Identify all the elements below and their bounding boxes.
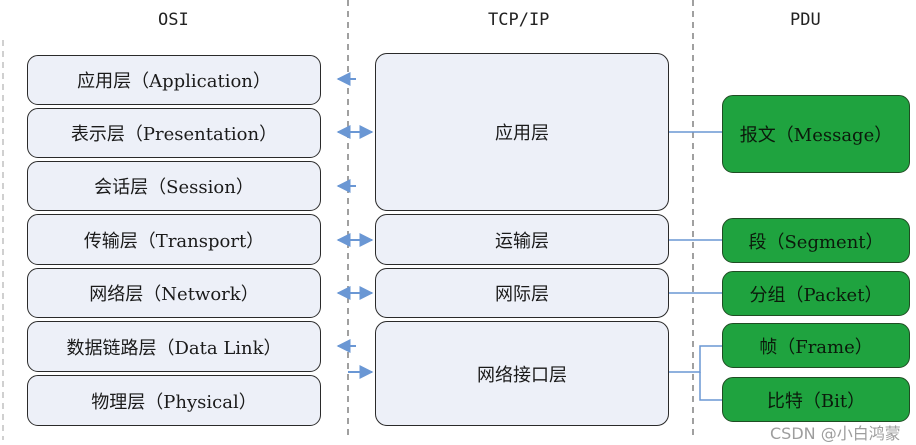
osi-layer-session: 会话层（Session） (27, 161, 321, 211)
connector-frame-bit (669, 345, 722, 373)
osi-layer-application: 应用层（Application） (27, 55, 321, 105)
osi-layer-datalink: 数据链路层（Data Link） (27, 321, 321, 372)
osi-layer-presentation: 表示层（Presentation） (27, 108, 321, 158)
tcpip-layer-transport: 运输层 (375, 214, 669, 265)
pdu-frame: 帧（Frame） (722, 323, 910, 368)
connector-bit (699, 372, 722, 401)
header-tcpip: TCP/IP (488, 10, 550, 30)
osi-layer-network: 网络层（Network） (27, 268, 321, 318)
tcpip-layer-application: 应用层 (375, 53, 669, 211)
header-osi: OSI (158, 10, 189, 30)
pdu-message: 报文（Message） (722, 95, 910, 173)
tcpip-layer-network-interface: 网络接口层 (375, 321, 669, 426)
osi-layer-transport: 传输层（Transport） (27, 214, 321, 265)
watermark: CSDN @小白鸿蒙 (770, 424, 901, 443)
pdu-packet: 分组（Packet） (722, 271, 910, 316)
osi-layer-physical: 物理层（Physical） (27, 375, 321, 426)
pdu-segment: 段（Segment） (722, 218, 910, 263)
pdu-bit: 比特（Bit） (722, 377, 910, 422)
tcpip-layer-internet: 网际层 (375, 268, 669, 318)
header-pdu: PDU (790, 10, 821, 30)
